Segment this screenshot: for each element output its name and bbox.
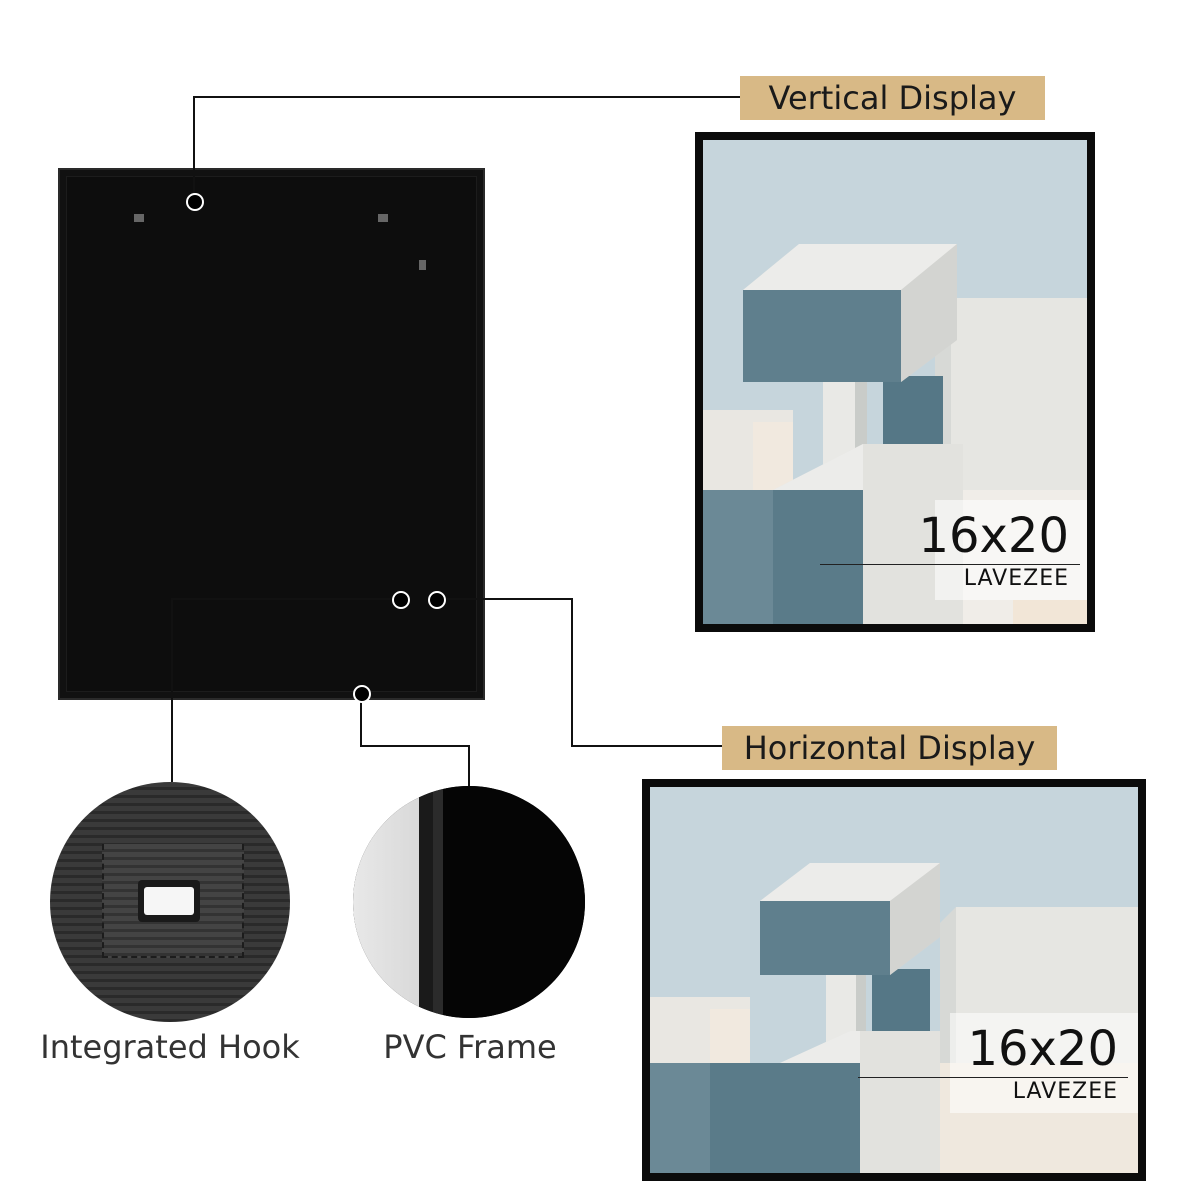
vertical-display-label: Vertical Display xyxy=(768,79,1017,117)
integrated-hook-closeup xyxy=(50,782,290,1022)
vertical-brand-label: LAVEZEE xyxy=(963,566,1069,591)
clip-tab xyxy=(378,214,388,222)
horizontal-label-backdrop xyxy=(950,1013,1138,1113)
pvc-frame-caption: PVC Frame xyxy=(383,1028,557,1066)
marker-hook-right xyxy=(428,591,446,609)
frame-back-panel xyxy=(58,168,485,700)
vertical-artwork: 16x20 LAVEZEE xyxy=(703,140,1087,624)
horizontal-label-rule xyxy=(858,1077,1128,1078)
marker-top-hook xyxy=(186,193,204,211)
vertical-size-label: 16x20 xyxy=(918,508,1069,564)
pvc-frame-closeup xyxy=(353,786,585,1018)
horizontal-display-label: Horizontal Display xyxy=(743,729,1036,767)
horizontal-size-label: 16x20 xyxy=(967,1021,1118,1077)
vertical-label-rule xyxy=(820,564,1080,565)
vertical-display-tag: Vertical Display xyxy=(740,76,1045,120)
clip-tab xyxy=(134,214,144,222)
horizontal-display-tag: Horizontal Display xyxy=(722,726,1057,770)
clip-tab xyxy=(419,260,426,270)
horizontal-frame: 16x20 LAVEZEE xyxy=(642,779,1146,1181)
marker-hook-left xyxy=(392,591,410,609)
hook-slot xyxy=(138,880,200,922)
marker-frame-edge xyxy=(353,685,371,703)
horizontal-brand-label: LAVEZEE xyxy=(1012,1079,1118,1104)
vertical-frame: 16x20 LAVEZEE xyxy=(695,132,1095,632)
vertical-label-backdrop xyxy=(935,500,1087,600)
integrated-hook-caption: Integrated Hook xyxy=(40,1028,300,1066)
horizontal-artwork: 16x20 LAVEZEE xyxy=(650,787,1138,1173)
